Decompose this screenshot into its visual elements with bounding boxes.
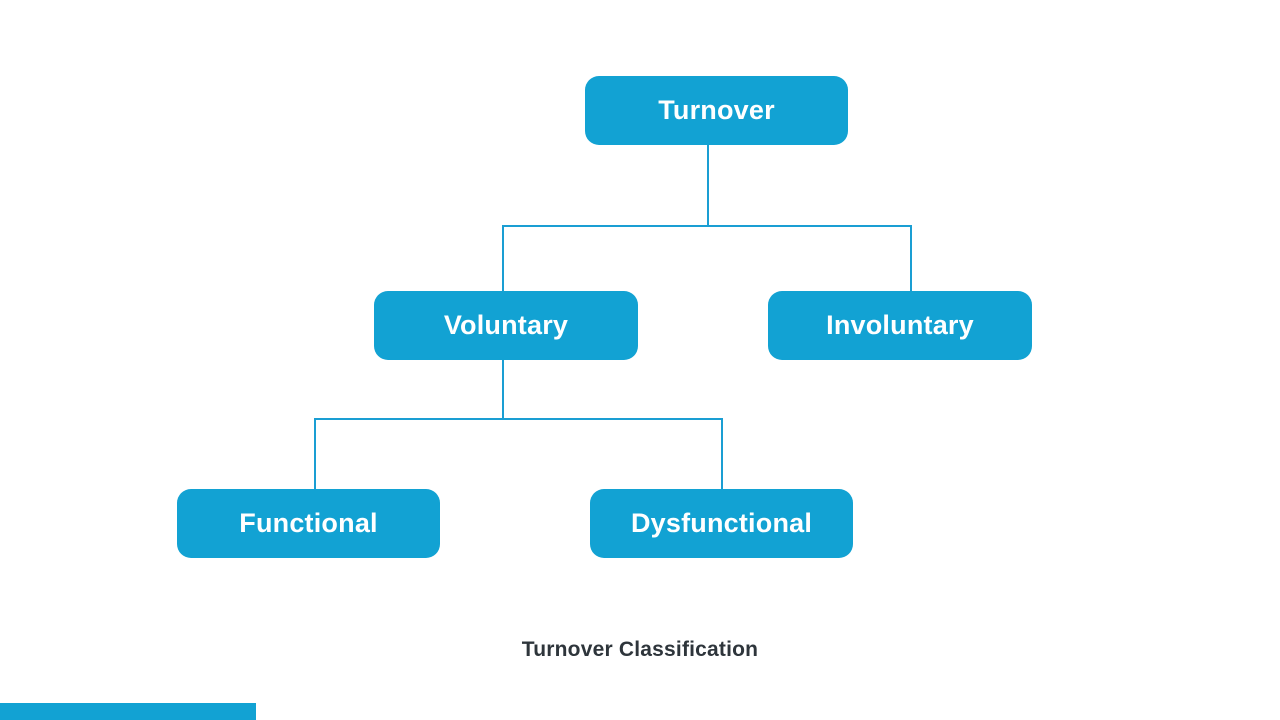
connector-turnover-stem <box>707 145 709 226</box>
connector-level1-horizontal <box>502 225 912 227</box>
node-turnover-label: Turnover <box>658 95 775 125</box>
bottom-progress-bar[interactable] <box>0 703 256 720</box>
node-functional-label: Functional <box>239 508 378 538</box>
node-dysfunctional: Dysfunctional <box>590 489 853 558</box>
node-functional: Functional <box>177 489 440 558</box>
node-dysfunctional-label: Dysfunctional <box>630 508 813 538</box>
node-involuntary-label: Involuntary <box>826 310 974 340</box>
diagram-caption: Turnover Classification <box>521 638 759 661</box>
node-voluntary-label: Voluntary <box>443 310 569 340</box>
connector-to-functional <box>314 418 316 489</box>
connector-to-dysfunctional <box>721 418 723 489</box>
node-involuntary: Involuntary <box>768 291 1032 360</box>
connector-voluntary-stem <box>502 360 504 419</box>
connector-to-voluntary <box>502 225 504 291</box>
connector-to-involuntary <box>910 225 912 291</box>
node-voluntary: Voluntary <box>374 291 638 360</box>
node-turnover: Turnover <box>585 76 848 145</box>
connector-level2-horizontal <box>314 418 723 420</box>
